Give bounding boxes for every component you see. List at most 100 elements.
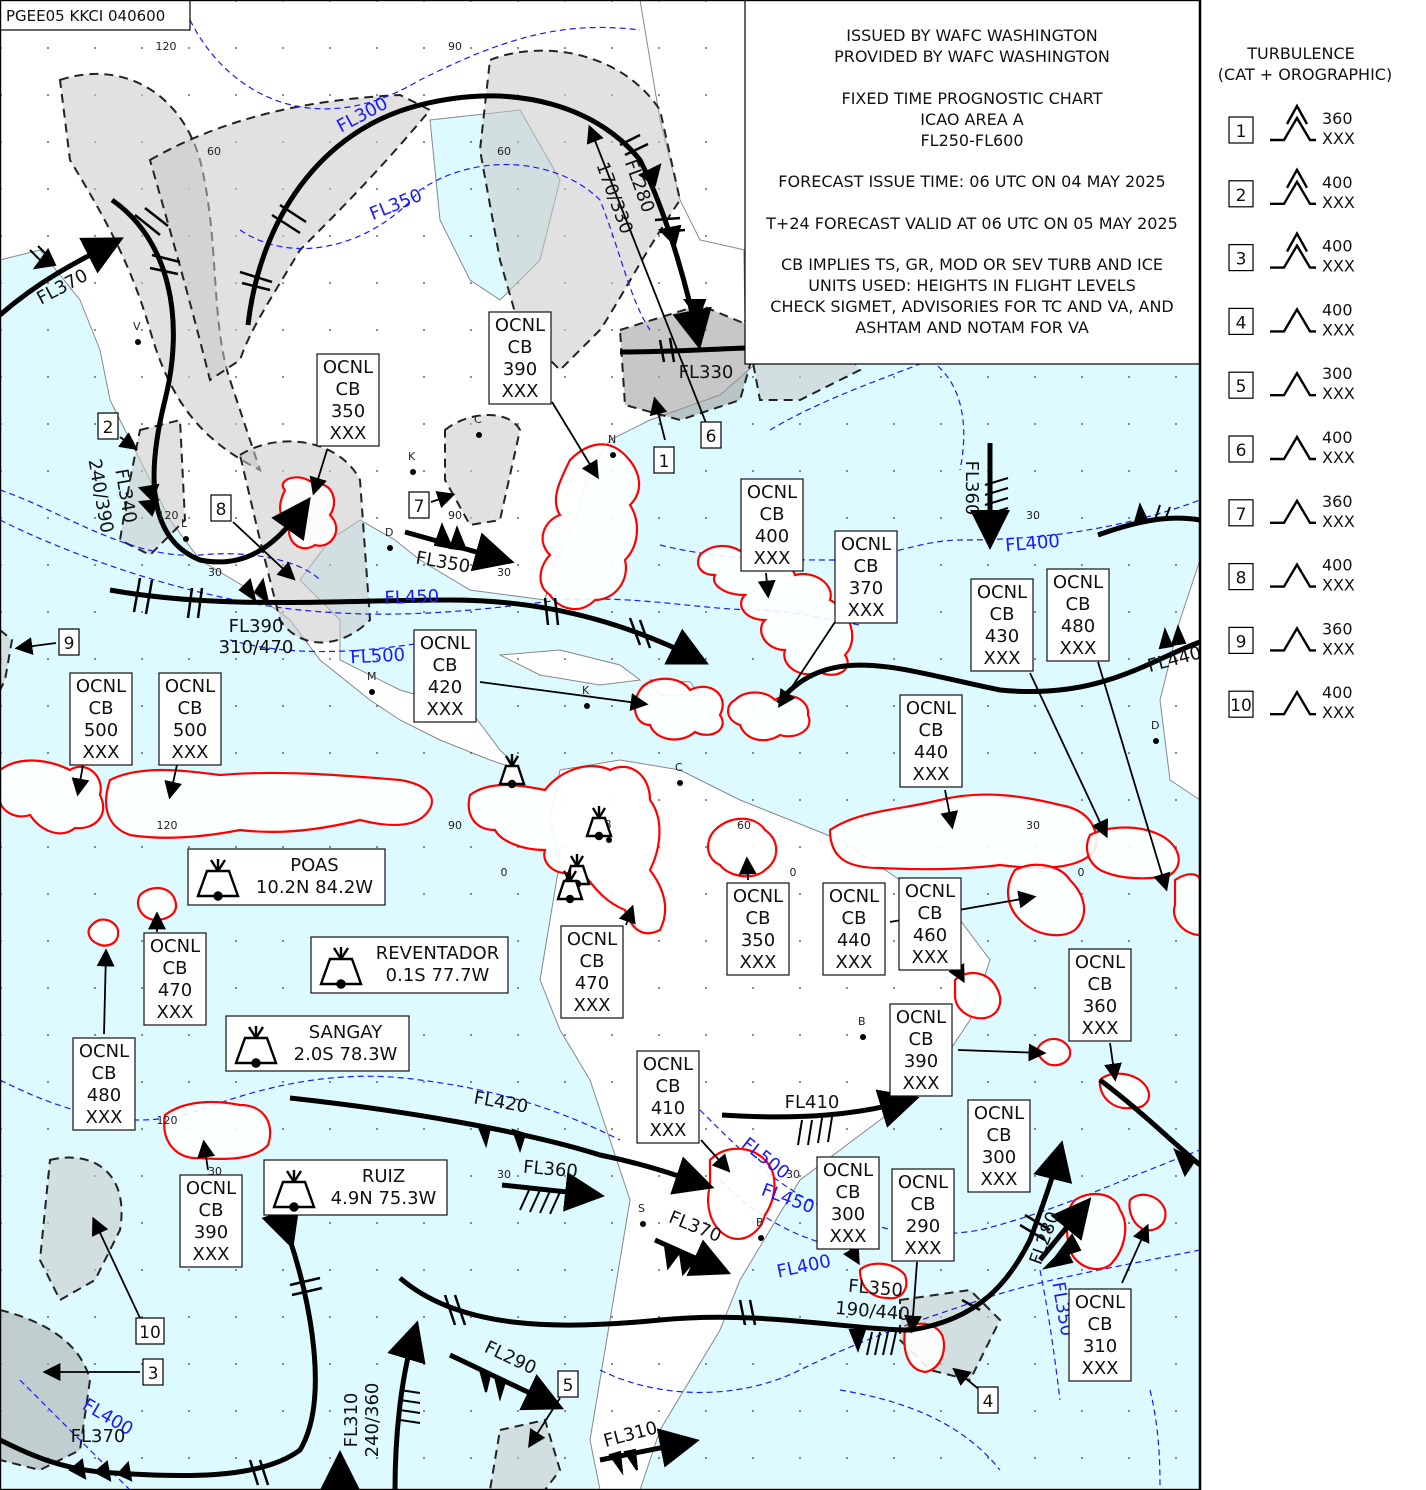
cb-label-box bbox=[488, 311, 552, 405]
town-marker: V bbox=[133, 320, 141, 345]
header-line: UNITS USED: HEIGHTS IN FLIGHT LEVELS bbox=[808, 276, 1136, 295]
jet-label: FL370 bbox=[71, 1426, 126, 1447]
turbulence-marker: 4 bbox=[977, 1386, 999, 1414]
turb-area-9 bbox=[0, 628, 14, 691]
cb-top: 350 bbox=[741, 930, 775, 951]
cb-area-pac-small-2 bbox=[87, 918, 120, 947]
cb-base: XXX bbox=[903, 1073, 940, 1094]
jet-label: FL410 bbox=[785, 1092, 840, 1113]
jet-nw bbox=[0, 237, 124, 317]
jet-label: FL450 bbox=[384, 586, 439, 609]
cb-base: XXX bbox=[427, 699, 464, 720]
moderate-turbulence-icon bbox=[1270, 689, 1316, 716]
town-label: N bbox=[608, 433, 616, 446]
jet-peru bbox=[0, 1205, 318, 1479]
header-line: T+24 FORECAST VALID AT 06 UTC ON 05 MAY … bbox=[765, 214, 1178, 233]
town-label: C bbox=[675, 761, 683, 774]
cb-top: 310 bbox=[1083, 1336, 1117, 1357]
header-line: FL250-FL600 bbox=[920, 131, 1023, 150]
town-label: D bbox=[1151, 719, 1159, 732]
cb-base: XXX bbox=[836, 952, 873, 973]
graticule-label: 30 bbox=[497, 566, 511, 579]
graticule-label: 0 bbox=[501, 866, 508, 879]
cb-label-box bbox=[898, 877, 962, 971]
cb-coverage: OCNL bbox=[829, 886, 879, 907]
cb-top: 390 bbox=[503, 359, 537, 380]
cb-type: CB bbox=[746, 908, 771, 929]
map-border bbox=[0, 0, 1201, 1490]
cb-base: XXX bbox=[912, 947, 949, 968]
legend-base: XXX bbox=[1322, 576, 1355, 595]
header-line: ICAO AREA A bbox=[920, 110, 1023, 129]
severe-turbulence-icon bbox=[1270, 103, 1316, 142]
turbulence-marker: 1 bbox=[653, 446, 675, 474]
cb-label-box bbox=[179, 1174, 243, 1268]
wind-barbs bbox=[29, 163, 1197, 1482]
header-line: ASHTAM AND NOTAM FOR VA bbox=[855, 318, 1089, 337]
town-label: K bbox=[408, 450, 416, 463]
volcano-icon bbox=[196, 859, 240, 901]
jet-s-atl-2 bbox=[1038, 1197, 1092, 1262]
legend-base: XXX bbox=[1322, 384, 1355, 403]
cb-top: 440 bbox=[914, 742, 948, 763]
cb-base: XXX bbox=[574, 995, 611, 1016]
graticule-label: 30 bbox=[497, 1168, 511, 1181]
town-marker: M bbox=[367, 670, 377, 695]
legend-number-box bbox=[1228, 626, 1254, 655]
graticule-label: 120 bbox=[157, 1114, 178, 1127]
volcano-name: RUIZ bbox=[362, 1166, 405, 1187]
cb-label-box bbox=[726, 882, 790, 976]
cb-base: XXX bbox=[502, 381, 539, 402]
turbulence-marker: 7 bbox=[408, 491, 430, 519]
cb-label-box bbox=[889, 1003, 953, 1097]
cb-base: XXX bbox=[905, 1238, 942, 1259]
turb-area-10 bbox=[38, 1156, 123, 1302]
graticule-label: 120 bbox=[156, 40, 177, 53]
turbulence-areas bbox=[0, 49, 1002, 1490]
legend-number-box bbox=[1228, 562, 1254, 591]
cb-type: CB bbox=[990, 604, 1015, 625]
cb-type: CB bbox=[911, 1194, 936, 1215]
turb-area-3 bbox=[0, 1308, 92, 1472]
header-line: FORECAST ISSUE TIME: 06 UTC ON 04 MAY 20… bbox=[778, 172, 1165, 191]
volcano-position: 4.9N 75.3W bbox=[331, 1188, 437, 1209]
cb-type: CB bbox=[854, 556, 879, 577]
turbulence-marker: 10 bbox=[135, 1317, 165, 1345]
volcano-name: REVENTADOR bbox=[376, 943, 499, 964]
town-label: V bbox=[133, 320, 141, 333]
cb-top: 300 bbox=[831, 1204, 865, 1225]
volcano-map-symbols bbox=[498, 754, 613, 904]
cb-type: CB bbox=[987, 1125, 1012, 1146]
cb-top: 460 bbox=[913, 925, 947, 946]
town-marker: B bbox=[858, 1015, 866, 1040]
cb-base: XXX bbox=[172, 742, 209, 763]
legend-number-box bbox=[1228, 690, 1254, 718]
volcano-name: SANGAY bbox=[309, 1022, 383, 1043]
town-marker: K bbox=[582, 684, 590, 709]
cb-coverage: OCNL bbox=[747, 482, 797, 503]
header-line: CB IMPLIES TS, GR, MOD OR SEV TURB AND I… bbox=[781, 255, 1163, 274]
cb-base: XXX bbox=[1082, 1018, 1119, 1039]
cb-coverage: OCNL bbox=[420, 633, 470, 654]
cb-areas bbox=[0, 443, 1202, 1374]
legend-number: 6 bbox=[1236, 441, 1247, 461]
cb-label-box bbox=[1046, 568, 1110, 662]
cb-coverage: OCNL bbox=[1053, 572, 1103, 593]
cb-label-box bbox=[816, 1156, 880, 1250]
moderate-turbulence-icon bbox=[1270, 626, 1316, 652]
cb-type: CB bbox=[919, 720, 944, 741]
legend-number: 5 bbox=[1236, 377, 1247, 397]
cb-coverage: OCNL bbox=[76, 676, 126, 697]
cb-coverage: OCNL bbox=[150, 936, 200, 957]
cb-label-box bbox=[970, 578, 1034, 672]
volcano-icon bbox=[272, 1170, 316, 1212]
